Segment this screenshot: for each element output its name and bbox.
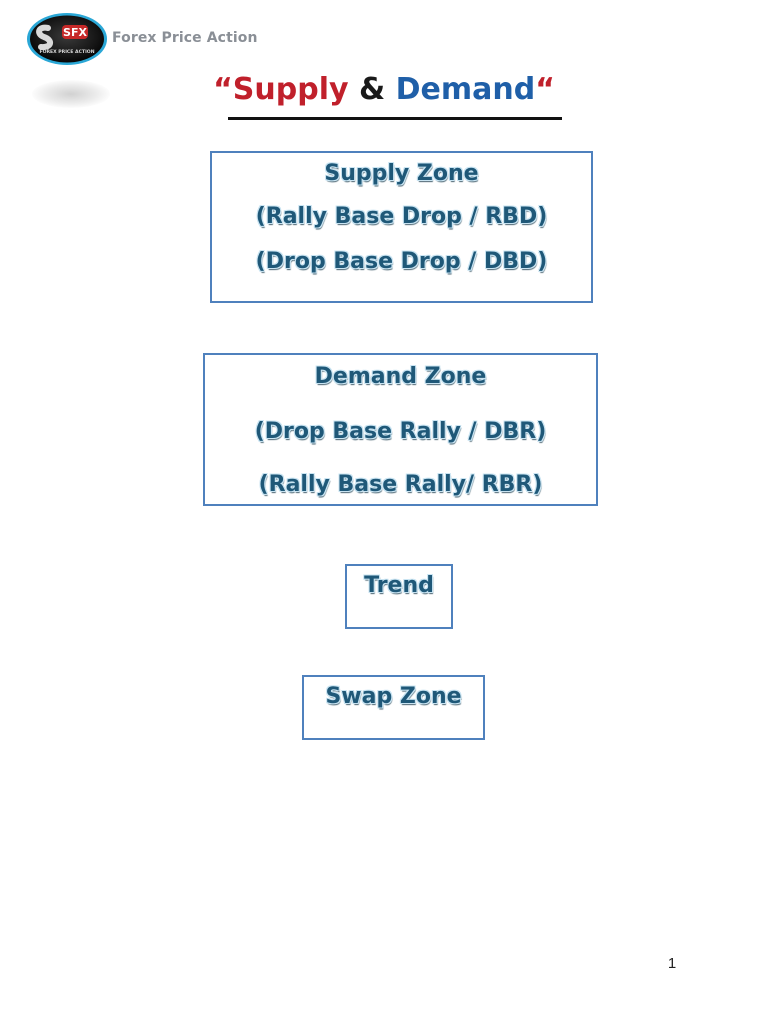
swap-zone-box: Swap Zone [302, 675, 485, 740]
brand-name: Forex Price Action [112, 30, 258, 46]
demand-zone-rbr: (Rally Base Rally/ RBR) [258, 472, 543, 497]
swap-zone-label: Swap Zone [325, 684, 462, 709]
demand-zone-dbr: (Drop Base Rally / DBR) [254, 419, 547, 444]
logo-text: SFX [63, 26, 87, 39]
sfx-logo-icon: SFX FOREX PRICE ACTION [27, 13, 107, 65]
trend-box: Trend [345, 564, 453, 629]
title-supply: Supply [232, 72, 349, 107]
page-number: 1 [667, 955, 677, 972]
title-ampersand: & [359, 72, 386, 107]
demand-zone-box: Demand Zone (Drop Base Rally / DBR) (Ral… [203, 353, 598, 506]
logo-shadow [32, 80, 110, 108]
title-close-quote: “ [535, 72, 555, 107]
logo-subtext: FOREX PRICE ACTION [39, 49, 94, 55]
supply-zone-heading: Supply Zone [324, 161, 479, 186]
demand-zone-heading: Demand Zone [314, 364, 487, 389]
title-underline [228, 117, 562, 120]
supply-zone-dbd: (Drop Base Drop / DBD) [255, 249, 548, 274]
trend-label: Trend [364, 573, 434, 598]
title-demand: Demand [395, 72, 536, 107]
supply-zone-box: Supply Zone (Rally Base Drop / RBD) (Dro… [210, 151, 593, 303]
page-title: “Supply & Demand“ [0, 70, 768, 110]
supply-zone-rbd: (Rally Base Drop / RBD) [255, 204, 548, 229]
title-open-quote: “ [213, 72, 233, 107]
